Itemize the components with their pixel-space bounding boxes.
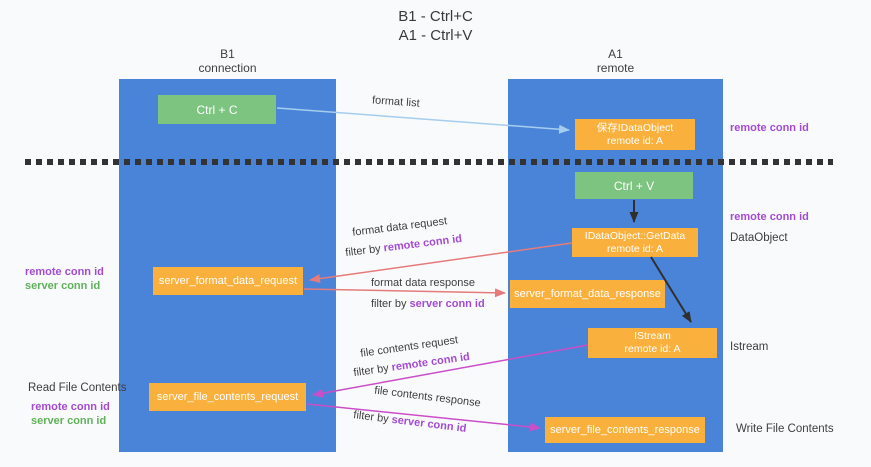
file-contents-response-filter-label: filter by server conn id — [353, 409, 467, 435]
file-contents-response-label: file contents response — [373, 384, 482, 410]
filter-by-text: filter by — [371, 298, 410, 310]
ctrl-c-label: Ctrl + C — [196, 102, 238, 117]
title-line-2: A1 - Ctrl+V — [398, 27, 473, 44]
server-file-contents-response-node: server_file_contents_response — [545, 417, 705, 443]
read-file-contents-label: Read File Contents — [28, 382, 127, 394]
remote-conn-id-text: remote conn id — [390, 350, 471, 374]
title-line-1: B1 - Ctrl+C — [398, 8, 473, 25]
right-remote-conn-id-top-label: remote conn id — [730, 122, 809, 134]
right-column-header: A1 remote — [508, 47, 723, 75]
filter-by-text: filter by — [344, 242, 385, 260]
format-data-response-label: format data response — [371, 277, 475, 289]
right-column-name: A1 — [608, 47, 623, 61]
left-remote-conn-id-bottom-label: remote conn id — [31, 401, 110, 413]
server-file-contents-request-node: server_file_contents_request — [149, 383, 306, 411]
left-column-header: B1 connection — [119, 47, 336, 75]
save-idataobject-line1: 保存IDataObject — [596, 121, 674, 134]
right-column-subtitle: remote — [596, 61, 635, 75]
ctrl-v-node: Ctrl + V — [575, 172, 693, 199]
server-conn-id-text: server conn id — [409, 298, 485, 310]
format-data-response-filter-label: filter by server conn id — [371, 298, 485, 310]
left-server-conn-id-bottom-label: server conn id — [31, 415, 107, 427]
getdata-line1: IDataObject::GetData — [584, 229, 686, 242]
left-server-conn-id-mid-label: server conn id — [25, 280, 101, 292]
format-list-label: format list — [371, 94, 421, 110]
istream-node: IStream remote id: A — [588, 328, 717, 358]
idataobject-getdata-node: IDataObject::GetData remote id: A — [572, 228, 698, 257]
save-idataobject-node: 保存IDataObject remote id: A — [575, 119, 695, 150]
left-column-subtitle: connection — [198, 61, 257, 75]
dataobject-label: DataObject — [730, 232, 788, 244]
filter-by-text: filter by — [352, 409, 393, 426]
save-idataobject-line2: remote id: A — [606, 134, 664, 147]
write-file-contents-label: Write File Contents — [736, 423, 834, 435]
server-format-data-response-node: server_format_data_response — [510, 280, 665, 308]
istream-line1: IStream — [634, 330, 671, 342]
server-format-data-request-label: server_format_data_request — [158, 275, 298, 287]
ctrl-c-node: Ctrl + C — [158, 95, 276, 124]
server-conn-id-text: server conn id — [390, 413, 468, 435]
ctrl-v-label: Ctrl + V — [613, 178, 655, 193]
istream-side-label: Istream — [730, 341, 769, 353]
left-remote-conn-id-mid-label: remote conn id — [25, 266, 104, 278]
diagram-title: B1 - Ctrl+C A1 - Ctrl+V — [0, 7, 871, 45]
server-file-contents-request-label: server_file_contents_request — [156, 391, 299, 403]
remote-conn-id-text: remote conn id — [382, 232, 463, 255]
getdata-line2: remote id: A — [606, 242, 664, 255]
right-remote-conn-id-mid-label: remote conn id — [730, 211, 809, 223]
dashed-divider-line — [25, 159, 833, 165]
server-file-contents-response-label: server_file_contents_response — [550, 424, 700, 436]
istream-line2: remote id: A — [624, 343, 681, 355]
server-format-data-response-label: server_format_data_response — [514, 288, 661, 300]
left-column-name: B1 — [220, 47, 235, 61]
server-format-data-request-node: server_format_data_request — [153, 267, 303, 295]
filter-by-text: filter by — [352, 361, 393, 380]
